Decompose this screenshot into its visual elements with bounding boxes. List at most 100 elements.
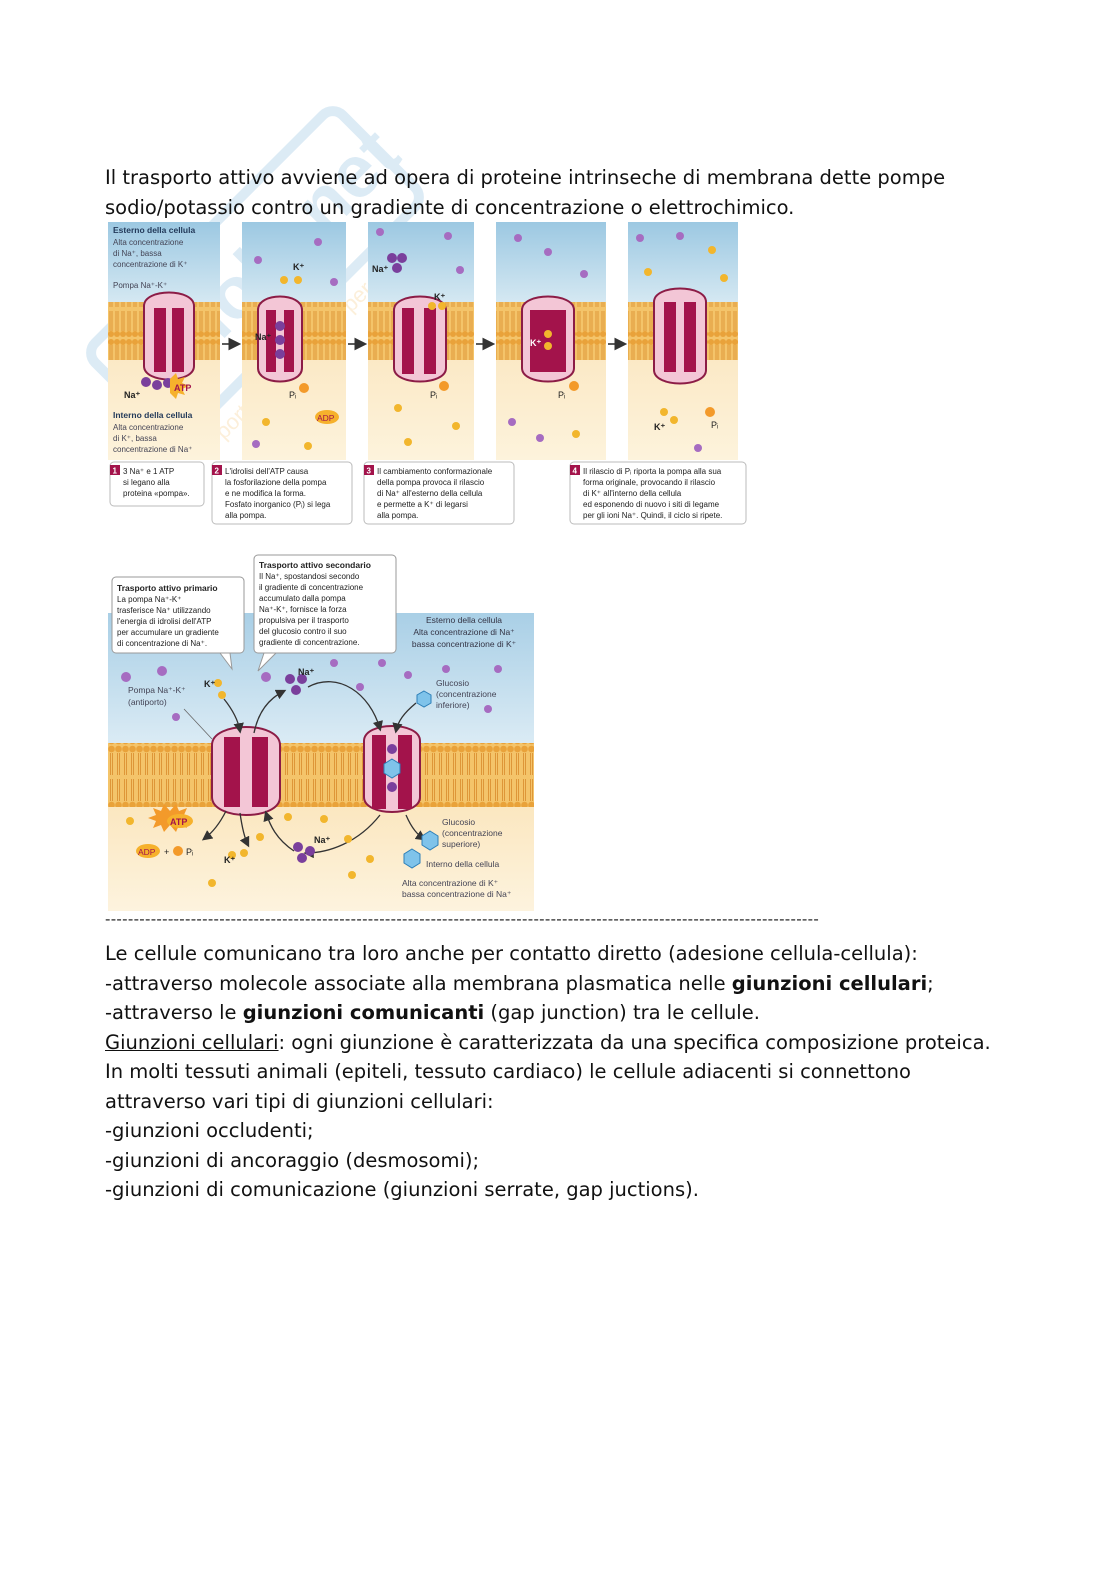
primary-line-3: l'energia di idrolisi dell'ATP [117, 617, 212, 626]
caption-1-line-2: si legano alla [123, 478, 170, 487]
inside-line-2: Alta concentrazione di K⁺ [402, 878, 499, 888]
pi-label-5: Pᵢ [711, 420, 718, 430]
separator-line: ----------------------------------------… [105, 910, 1005, 928]
caption-4-line-4: ed esponendo di nuovo i siti di legame [583, 500, 720, 509]
pump-cycle-figure: ATP Na⁺ Esterno della cellula Alta conce… [108, 222, 748, 528]
caption-1: 1 3 Na⁺ e 1 ATP si legano alla proteina … [110, 462, 204, 506]
glucose-low-2: (concentrazione [436, 689, 497, 699]
primary-line-5: di concentrazione di Na⁺. [117, 639, 207, 648]
body-line-9: -giunzioni di comunicazione (giunzioni s… [105, 1175, 991, 1205]
caption-2: 2 L'idrolisi dell'ATP causa la fosforila… [212, 462, 352, 524]
body-line-1: Le cellule comunicano tra loro anche per… [105, 939, 991, 969]
membrane-bilayer [108, 743, 534, 807]
intro-line-2: sodio/potassio contro un gradiente di co… [105, 193, 945, 223]
na-label-2: Na⁺ [255, 332, 272, 342]
pump-label: Pompa Na⁺-K⁺ [113, 281, 167, 290]
panel-2: K⁺ Na⁺ Pᵢ ADP [242, 222, 346, 460]
primary-title: Trasporto attivo primario [117, 583, 218, 593]
na-label-3: Na⁺ [372, 264, 389, 274]
body-line-8: -giunzioni di ancoraggio (desmosomi); [105, 1146, 991, 1176]
outside-line-2: Alta concentrazione di Na⁺ [413, 627, 515, 637]
body-line-6: attraverso vari tipi di giunzioni cellul… [105, 1087, 991, 1117]
inside-line-1: Interno della cellula [426, 859, 500, 869]
body-line-7: -giunzioni occludenti; [105, 1116, 991, 1146]
caption-2-line-4: Fosfato inorganico (Pᵢ) si lega [225, 500, 331, 509]
adp-label-2: ADP [138, 847, 156, 857]
atp-label-2: ATP [170, 817, 187, 827]
panel-5: K⁺ Pᵢ [628, 222, 738, 460]
bold-giunzioni-comunicanti: giunzioni comunicanti [243, 1001, 485, 1024]
primary-line-2: trasferisce Na⁺ utilizzando [117, 606, 211, 615]
k-label-out: K⁺ [204, 679, 215, 689]
caption-4-line-1: Il rilascio di Pᵢ riporta la pompa alla … [583, 467, 722, 476]
caption-4: 4 Il rilascio di Pᵢ riporta la pompa all… [570, 462, 746, 524]
k-label-3: K⁺ [434, 292, 445, 302]
outside-desc-1: Alta concentrazione [113, 238, 184, 247]
primary-line-1: La pompa Na⁺-K⁺ [117, 595, 181, 604]
caption-2-number: 2 [215, 467, 220, 476]
inside-desc-1: Alta concentrazione [113, 423, 184, 432]
pi-label-out: Pᵢ [186, 847, 193, 857]
bold-giunzioni-cellulari: giunzioni cellulari [732, 972, 927, 995]
inside-desc-2: di K⁺, bassa [113, 434, 157, 443]
outside-desc-2: di Na⁺, bassa [113, 249, 162, 258]
secondary-title: Trasporto attivo secondario [259, 560, 371, 570]
body-line-3: -attraverso le giunzioni comunicanti (ga… [105, 998, 991, 1028]
underlined-heading: Giunzioni cellulari [105, 1031, 279, 1054]
plus-sign: + [164, 847, 169, 857]
secondary-line-1: Il Na⁺, spostandosi secondo [259, 572, 360, 581]
intro-line-1: Il trasporto attivo avviene ad opera di … [105, 163, 945, 193]
k-label-4: K⁺ [530, 338, 541, 348]
inside-title: Interno della cellula [113, 410, 193, 420]
inside-desc-3: concentrazione di Na⁺ [113, 445, 192, 454]
pump-line-1: Pompa Na⁺-K⁺ [128, 685, 186, 695]
secondary-line-5: propulsiva per il trasporto [259, 616, 349, 625]
primary-line-4: per accumulare un gradiente [117, 628, 219, 637]
secondary-line-2: il gradiente di concentrazione [259, 583, 364, 592]
adp-label: ADP [317, 413, 335, 423]
secondary-line-3: accumulato dalla pompa [259, 594, 346, 603]
body-line-4: Giunzioni cellulari: ogni giunzione è ca… [105, 1028, 991, 1058]
secondary-line-6: del glucosio contro il suo [259, 627, 347, 636]
caption-3-line-4: e permette a K⁺ di legarsi [377, 500, 468, 509]
body-line-2: -attraverso molecole associate alla memb… [105, 969, 991, 999]
na-k-pump [212, 727, 280, 815]
body-paragraph: Le cellule comunicano tra loro anche per… [105, 939, 991, 1205]
outside-title: Esterno della cellula [113, 225, 195, 235]
k-label-2: K⁺ [293, 262, 304, 272]
body-line-5: In molti tessuti animali (epiteli, tessu… [105, 1057, 991, 1087]
secondary-line-7: gradiente di concentrazione. [259, 638, 360, 647]
secondary-line-4: Na⁺-K⁺, fornisce la forza [259, 605, 347, 614]
na-label-in: Na⁺ [314, 835, 331, 845]
glucose-high-2: (concentrazione [442, 828, 503, 838]
k-label-5: K⁺ [654, 422, 665, 432]
pi-label-3: Pᵢ [430, 390, 437, 400]
outside-line-1: Esterno della cellula [426, 615, 502, 625]
glucose-high-1: Glucosio [442, 817, 475, 827]
pi-label-4: Pᵢ [558, 390, 565, 400]
caption-3-line-2: della pompa provoca il rilascio [377, 478, 485, 487]
pi-label-2: Pᵢ [289, 390, 296, 400]
caption-1-line-1: 3 Na⁺ e 1 ATP [123, 467, 174, 476]
panel-3: Na⁺ K⁺ Pᵢ [368, 222, 474, 460]
na-label-1: Na⁺ [124, 390, 141, 400]
caption-4-line-3: di K⁺ all'interno della cellula [583, 489, 682, 498]
caption-3-line-3: di Na⁺ all'esterno della cellula [377, 489, 483, 498]
outside-line-3: bassa concentrazione di K⁺ [412, 639, 517, 649]
caption-4-number: 4 [573, 467, 578, 476]
atp-label: ATP [174, 383, 191, 393]
inside-line-3: bassa concentrazione di Na⁺ [402, 889, 512, 899]
caption-2-line-2: la fosforilazione della pompa [225, 478, 327, 487]
panel-4: K⁺ Pᵢ [496, 222, 606, 460]
active-transport-figure: Trasporto attivo primario La pompa Na⁺-K… [108, 553, 534, 911]
caption-4-line-2: forma originale, provocando il rilascio [583, 478, 716, 487]
glucose-low-3: inferiore) [436, 700, 470, 710]
caption-1-number: 1 [113, 467, 118, 476]
caption-2-line-1: L'idrolisi dell'ATP causa [225, 467, 309, 476]
outside-desc-3: concentrazione di K⁺ [113, 260, 188, 269]
caption-2-line-5: alla pompa. [225, 511, 266, 520]
caption-3: 3 Il cambiamento conformazionale della p… [364, 462, 514, 524]
caption-2-line-3: e ne modifica la forma. [225, 489, 306, 498]
caption-1-line-3: proteina «pompa». [123, 489, 190, 498]
caption-3-line-1: Il cambiamento conformazionale [377, 467, 493, 476]
